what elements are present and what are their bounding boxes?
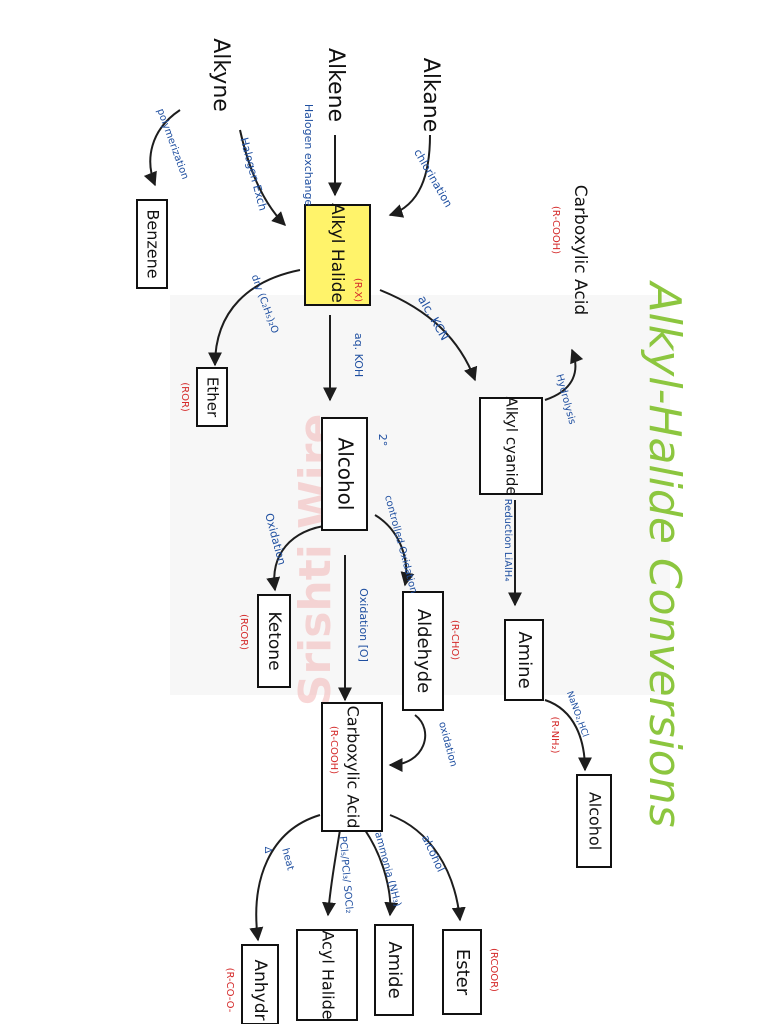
node-alcohol: Alcohol [334, 438, 358, 511]
reaction-arrows [143, 109, 592, 942]
node-amide: Amide [384, 941, 405, 998]
node-acyl-halide: Acyl Halide [319, 930, 338, 1019]
node-alcohol-right: Alcohol [586, 792, 605, 850]
box-ester [442, 929, 482, 1015]
reagent-oxidation-0: Oxidation [O] [357, 588, 370, 662]
reagent-halogen-exch: Halogen Exch [237, 136, 269, 212]
label-secondary: 2° [376, 434, 389, 447]
node-ketone: Ketone [264, 611, 284, 670]
node-carboxylic-acid-top: Carboxylic Acid [570, 185, 590, 315]
arrow-cyanide-to-acid [544, 348, 584, 401]
box-alkyl-cyanide [479, 397, 543, 495]
formula-amine: (R-NH₂) [549, 717, 560, 754]
arrow-alcohol-to-ketone [266, 524, 331, 592]
reagent-oxidation-right: oxidation [436, 721, 459, 768]
reagent-reduction: Reduction LiAlH₄ [502, 499, 513, 582]
formula-carboxylic-acid-top: (R-COOH) [550, 206, 561, 254]
arrow-alkyne-to-benzene [143, 109, 181, 187]
reagent-alcohol: alcohol [419, 833, 447, 874]
reagent-halogen-exchange: Halogen exchange [302, 104, 315, 207]
box-alkyl-halide [304, 204, 371, 306]
node-alkyl-halide: Alkyl Halide [327, 203, 347, 303]
formula-ester: (RCOOR) [488, 948, 499, 992]
reagent-polymerization: polymerization [154, 107, 190, 181]
node-amine: Amine [514, 631, 535, 688]
formula-alkyl-halide: (R-X) [352, 278, 363, 302]
arrow-amine-to-alcohol [544, 699, 592, 772]
node-benzene: Benzene [144, 209, 163, 278]
arrow-acid-to-acylhalide [322, 829, 341, 917]
box-aldehyde [402, 591, 444, 711]
node-alkene: Alkene [323, 48, 348, 122]
arrow-alcohol-to-aldehyde [374, 514, 415, 587]
node-anhydride: Anhydr [250, 959, 270, 1020]
box-amide [374, 924, 414, 1016]
box-ether [196, 367, 228, 427]
box-alcohol [321, 417, 368, 531]
box-amine [504, 619, 544, 701]
box-carboxylic-acid [321, 702, 383, 832]
node-ester: Ester [452, 949, 473, 996]
node-aldehyde: Aldehyde [413, 609, 434, 693]
arrow-acid-to-anhydride [249, 814, 321, 942]
reagent-chlorination: chlorination [411, 147, 455, 210]
reagent-pcl5: PCl₅/PCl₃/ SOCl₂ [337, 836, 355, 914]
node-carboxylic-acid: Carboxylic Acid [344, 706, 363, 829]
reagent-delta: Δ [262, 847, 273, 854]
node-alkyne: Alkyne [208, 38, 233, 112]
reagent-ammonia: ammonia (NH₃) [372, 831, 403, 908]
formula-ketone: (RCOR) [238, 614, 249, 650]
node-alkane: Alkane [418, 58, 443, 132]
box-alcohol-right [576, 774, 612, 868]
reagent-heat: heat [279, 847, 295, 872]
formula-carboxylic-acid: (R-COOH) [328, 726, 339, 774]
box-anhydride [241, 944, 279, 1024]
arrow-halide-to-ether [208, 269, 301, 367]
arrow-aldehyde-to-acid [388, 714, 427, 772]
arrow-acid-to-amide [364, 829, 399, 917]
node-ether: Ether [204, 377, 222, 418]
formula-ether: (ROR) [179, 382, 190, 412]
box-acyl-halide [296, 929, 358, 1021]
arrow-acid-to-ester [389, 814, 466, 922]
arrow-halide-to-cyanide [379, 289, 478, 382]
formula-aldehyde: (R-CHO) [449, 620, 460, 660]
diagram-title: Alkyl-Halide Conversions [639, 279, 690, 827]
box-ketone [257, 594, 291, 688]
node-alkyl-cyanide: Alkyl cyanide [503, 396, 521, 495]
arrow-alkyne-to-halide [239, 129, 286, 226]
box-benzene [136, 199, 168, 289]
formula-anhydride: (R-CO-O- [224, 968, 235, 1013]
arrow-alkane-to-halide [388, 134, 431, 218]
reagent-aq-koh: aq. KOH [352, 333, 365, 377]
